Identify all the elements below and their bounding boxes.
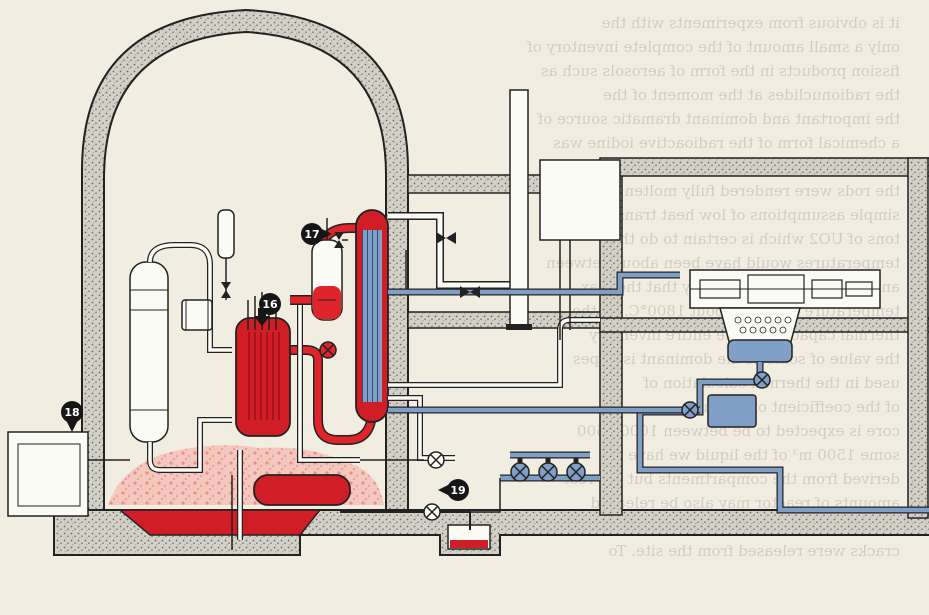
outer-building-wall-right: [907, 157, 929, 519]
bleed-through-line: temperatures would have been about betwe…: [546, 254, 900, 272]
storage-tank: [217, 209, 235, 259]
steam-isolation-valve: [436, 232, 456, 244]
condenser-tubes: [734, 316, 792, 334]
relief-valve: [334, 232, 344, 248]
callout-17-label: 17: [304, 228, 319, 241]
auxiliary-building: [7, 431, 130, 517]
bleed-through-line: tons of UO2 which is certain to do the: [610, 230, 900, 248]
callout-18: 18: [61, 401, 83, 432]
bleed-through-line: the important and dominant dramatic sour…: [536, 110, 900, 128]
bleed-through-line: the rods were rendered fully molten. The…: [540, 182, 900, 200]
left-equipment: [129, 209, 235, 473]
steam-generator-tubes: [362, 230, 382, 402]
bleed-through-line: it is obvious from experiments with the: [602, 14, 900, 32]
bleed-through-line: used in the thermal calculation of: [642, 374, 900, 392]
bleed-through-line: some 1500 m³ of the liquid we have to: [608, 446, 900, 464]
quench-tank: [253, 474, 351, 506]
callout-19: 19: [438, 479, 469, 501]
feedwater-tank: [539, 159, 621, 241]
turbine-generator: [689, 269, 881, 309]
bleed-through-line: cracks were released from the site. To: [609, 542, 901, 560]
bleed-through-line: core is expected to be between 1000-1500: [577, 422, 900, 440]
pressurizer-column: [129, 261, 169, 443]
bleed-through-line: a chemical form of the radioactive iodin…: [553, 134, 900, 152]
auxiliary-white-pipes: [231, 89, 621, 550]
outer-building-roof: [599, 157, 929, 177]
coolant-pump-motor: [181, 299, 213, 331]
bleed-through-line: only a small amount of the complete inve…: [526, 38, 900, 56]
reactor-core: [244, 332, 282, 420]
callout-16: 16: [254, 293, 281, 326]
feedwater-heater: [707, 394, 757, 428]
secondary-loop: [388, 269, 929, 514]
callout-17: 17: [301, 223, 332, 245]
main-feedwater-pumps: [470, 451, 600, 513]
sump-water: [450, 540, 488, 548]
condenser-hotwell: [727, 339, 793, 363]
bleed-through-line: fission products in the form of aerosols…: [541, 62, 900, 80]
bleed-through-line: simple assumptions of low heat transfer …: [555, 206, 900, 224]
callout-19-label: 19: [450, 484, 465, 497]
callout-16-label: 16: [262, 298, 278, 311]
main-steam-valve: [460, 286, 480, 298]
callout-18-label: 18: [64, 406, 79, 419]
primary-loop: [235, 209, 389, 506]
reactor-cavity: [117, 509, 322, 536]
bleed-through-line: derived from the compartments but the re…: [564, 470, 900, 488]
bleed-through-line: the radionuclides at the moment of the: [603, 86, 900, 104]
